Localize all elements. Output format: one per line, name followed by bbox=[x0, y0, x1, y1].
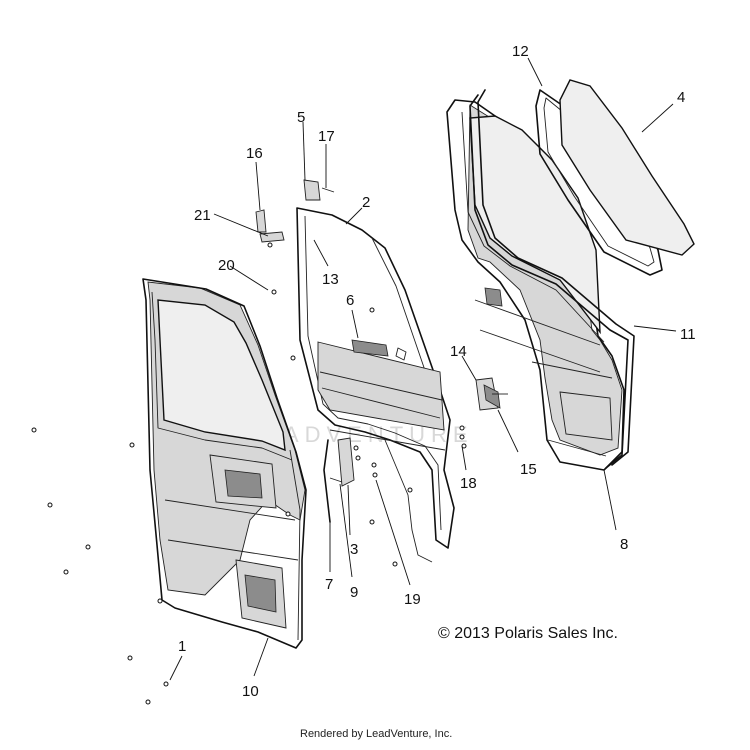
callout-1: 1 bbox=[178, 638, 186, 655]
callout-21: 21 bbox=[194, 207, 211, 224]
hinge-hardware bbox=[255, 179, 335, 243]
callout-15: 15 bbox=[520, 461, 537, 478]
callout-9: 9 bbox=[350, 584, 358, 601]
callout-5: 5 bbox=[297, 109, 305, 126]
callout-12: 12 bbox=[512, 43, 529, 60]
copyright-notice: © 2013 Polaris Sales Inc. bbox=[438, 625, 618, 642]
callout-13: 13 bbox=[322, 271, 339, 288]
leader-lines bbox=[169, 57, 677, 681]
callout-3: 3 bbox=[350, 541, 358, 558]
callout-19: 19 bbox=[404, 591, 421, 608]
callout-20: 20 bbox=[218, 257, 235, 274]
callout-8: 8 bbox=[620, 536, 628, 553]
callout-18: 18 bbox=[460, 475, 477, 492]
render-credit: Rendered by LeadVenture, Inc. bbox=[300, 728, 452, 740]
door-seal bbox=[469, 89, 635, 469]
callout-7: 7 bbox=[325, 576, 333, 593]
inner-door-frame bbox=[296, 207, 455, 563]
door-latch-assembly bbox=[475, 377, 508, 411]
latch-bracket bbox=[323, 437, 355, 523]
callout-2: 2 bbox=[362, 194, 370, 211]
callout-6: 6 bbox=[346, 292, 354, 309]
callout-17: 17 bbox=[318, 128, 335, 145]
callout-16: 16 bbox=[246, 145, 263, 162]
callout-4: 4 bbox=[677, 89, 685, 106]
callout-10: 10 bbox=[242, 683, 259, 700]
callout-14: 14 bbox=[450, 343, 467, 360]
window-glass bbox=[559, 79, 695, 256]
callout-11: 11 bbox=[680, 326, 696, 343]
fastener-screws bbox=[31, 242, 467, 705]
outer-door-panel bbox=[142, 278, 307, 649]
